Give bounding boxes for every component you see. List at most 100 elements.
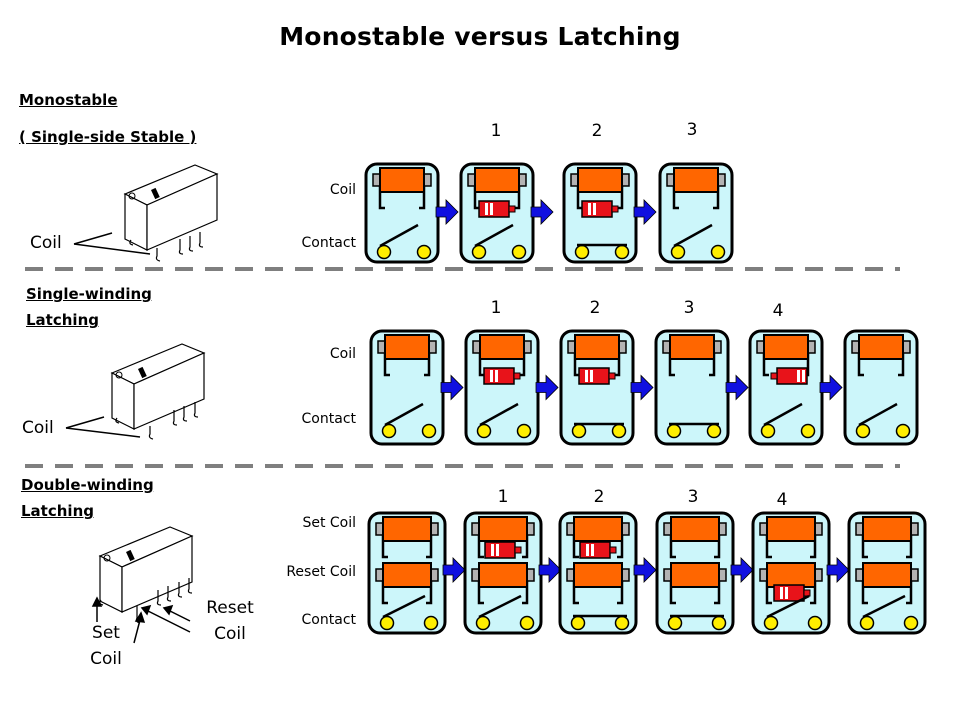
contact-terminal bbox=[706, 423, 722, 439]
relay-state-box bbox=[558, 511, 638, 635]
coil-end-cap bbox=[430, 522, 439, 536]
relay-state-box bbox=[655, 511, 735, 635]
coil-winding bbox=[670, 516, 720, 542]
relay-state-box bbox=[562, 162, 638, 264]
armature-magnet bbox=[578, 367, 616, 385]
armature-body bbox=[581, 200, 613, 218]
transition-arrow bbox=[530, 199, 554, 225]
device-coil-label: Coil bbox=[30, 233, 62, 253]
contact-terminal bbox=[416, 244, 432, 260]
transition-arrow bbox=[435, 199, 459, 225]
armature-tip bbox=[609, 546, 617, 554]
coil-end-cap bbox=[428, 340, 437, 354]
row-label-set-coil: Set Coil bbox=[302, 515, 356, 531]
contact-blade-open bbox=[763, 402, 803, 427]
contact-terminal bbox=[763, 615, 779, 631]
coil-end-cap bbox=[566, 522, 575, 536]
coil-end-cap bbox=[718, 522, 727, 536]
coil-winding bbox=[858, 334, 904, 360]
transition-arrow bbox=[440, 374, 464, 401]
armature-stripe bbox=[585, 370, 588, 382]
contact-blade-open bbox=[766, 594, 810, 619]
contact-terminal bbox=[670, 244, 686, 260]
armature-body bbox=[579, 541, 611, 559]
contact-terminal bbox=[710, 244, 726, 260]
relay-state-box bbox=[464, 329, 540, 446]
coil-end-cap bbox=[759, 568, 768, 582]
armature-magnet bbox=[484, 541, 522, 559]
contact-terminal bbox=[614, 615, 630, 631]
relay-state-box bbox=[751, 511, 831, 635]
coil-end-cap bbox=[467, 173, 476, 187]
set-reset-pointer-arrows bbox=[91, 596, 191, 644]
contact-terminal bbox=[381, 423, 397, 439]
contact-terminal bbox=[859, 615, 875, 631]
contact-terminal bbox=[574, 244, 590, 260]
armature-tip bbox=[803, 589, 811, 597]
coil-end-cap bbox=[523, 340, 532, 354]
relay-state-box bbox=[847, 511, 927, 635]
armature-stripe bbox=[591, 544, 594, 556]
section-heading-monostable: Monostable bbox=[19, 91, 118, 109]
row-label-contact: Contact bbox=[301, 612, 356, 628]
contact-terminal bbox=[760, 423, 776, 439]
armature-magnet bbox=[483, 367, 521, 385]
step-number: 4 bbox=[776, 490, 788, 510]
section-heading-single-winding: Single-winding bbox=[26, 285, 152, 303]
armature-stripe bbox=[590, 370, 593, 382]
contact-blade-open bbox=[479, 402, 519, 427]
contact-terminal bbox=[666, 423, 682, 439]
coil-pointer-arrows bbox=[65, 416, 141, 438]
relay-sequence-monostable bbox=[364, 162, 734, 264]
coil-winding bbox=[673, 167, 719, 193]
coil-end-cap bbox=[372, 173, 381, 187]
armature-tip bbox=[508, 205, 516, 213]
armature-stripe bbox=[496, 544, 499, 556]
armature-magnet bbox=[579, 541, 617, 559]
contact-terminal bbox=[800, 423, 816, 439]
armature-stripe bbox=[593, 203, 596, 215]
armature-tip bbox=[608, 372, 616, 380]
coil-end-cap bbox=[377, 340, 386, 354]
armature-body bbox=[773, 584, 805, 602]
coil-end-cap bbox=[759, 522, 768, 536]
contact-terminal bbox=[571, 423, 587, 439]
row-label-coil: Coil bbox=[329, 182, 356, 198]
coil-winding bbox=[670, 562, 720, 588]
relay-sequence-double-winding bbox=[367, 511, 927, 635]
coil-winding bbox=[763, 334, 809, 360]
coil-end-cap bbox=[518, 173, 527, 187]
step-number: 3 bbox=[686, 120, 698, 140]
armature-magnet bbox=[581, 200, 619, 218]
coil-end-cap bbox=[621, 568, 630, 582]
coil-winding bbox=[479, 334, 525, 360]
armature-body bbox=[478, 200, 510, 218]
contact-terminal bbox=[421, 423, 437, 439]
transition-arrow bbox=[725, 374, 749, 401]
coil-end-cap bbox=[621, 522, 630, 536]
contact-terminal bbox=[614, 244, 630, 260]
relay-device-illustration bbox=[110, 343, 206, 430]
coil-winding bbox=[577, 167, 623, 193]
coil-end-cap bbox=[807, 340, 816, 354]
contact-terminal bbox=[475, 615, 491, 631]
relay-state-box bbox=[658, 162, 734, 264]
coil-winding bbox=[862, 516, 912, 542]
armature-stripe bbox=[490, 370, 493, 382]
relay-state-box bbox=[459, 162, 535, 264]
coil-end-cap bbox=[423, 173, 432, 187]
contact-blade-open bbox=[862, 594, 906, 619]
relay-state-box bbox=[654, 329, 730, 446]
coil-end-cap bbox=[662, 340, 671, 354]
armature-stripe bbox=[785, 587, 788, 599]
contact-terminal bbox=[476, 423, 492, 439]
contact-terminal bbox=[895, 423, 911, 439]
armature-stripe bbox=[491, 544, 494, 556]
coil-winding bbox=[478, 562, 528, 588]
row-label-reset-coil: Reset Coil bbox=[286, 564, 356, 580]
transition-arrow bbox=[819, 374, 843, 401]
transition-arrow bbox=[538, 557, 562, 583]
coil-end-cap bbox=[570, 173, 579, 187]
coil-winding bbox=[669, 334, 715, 360]
